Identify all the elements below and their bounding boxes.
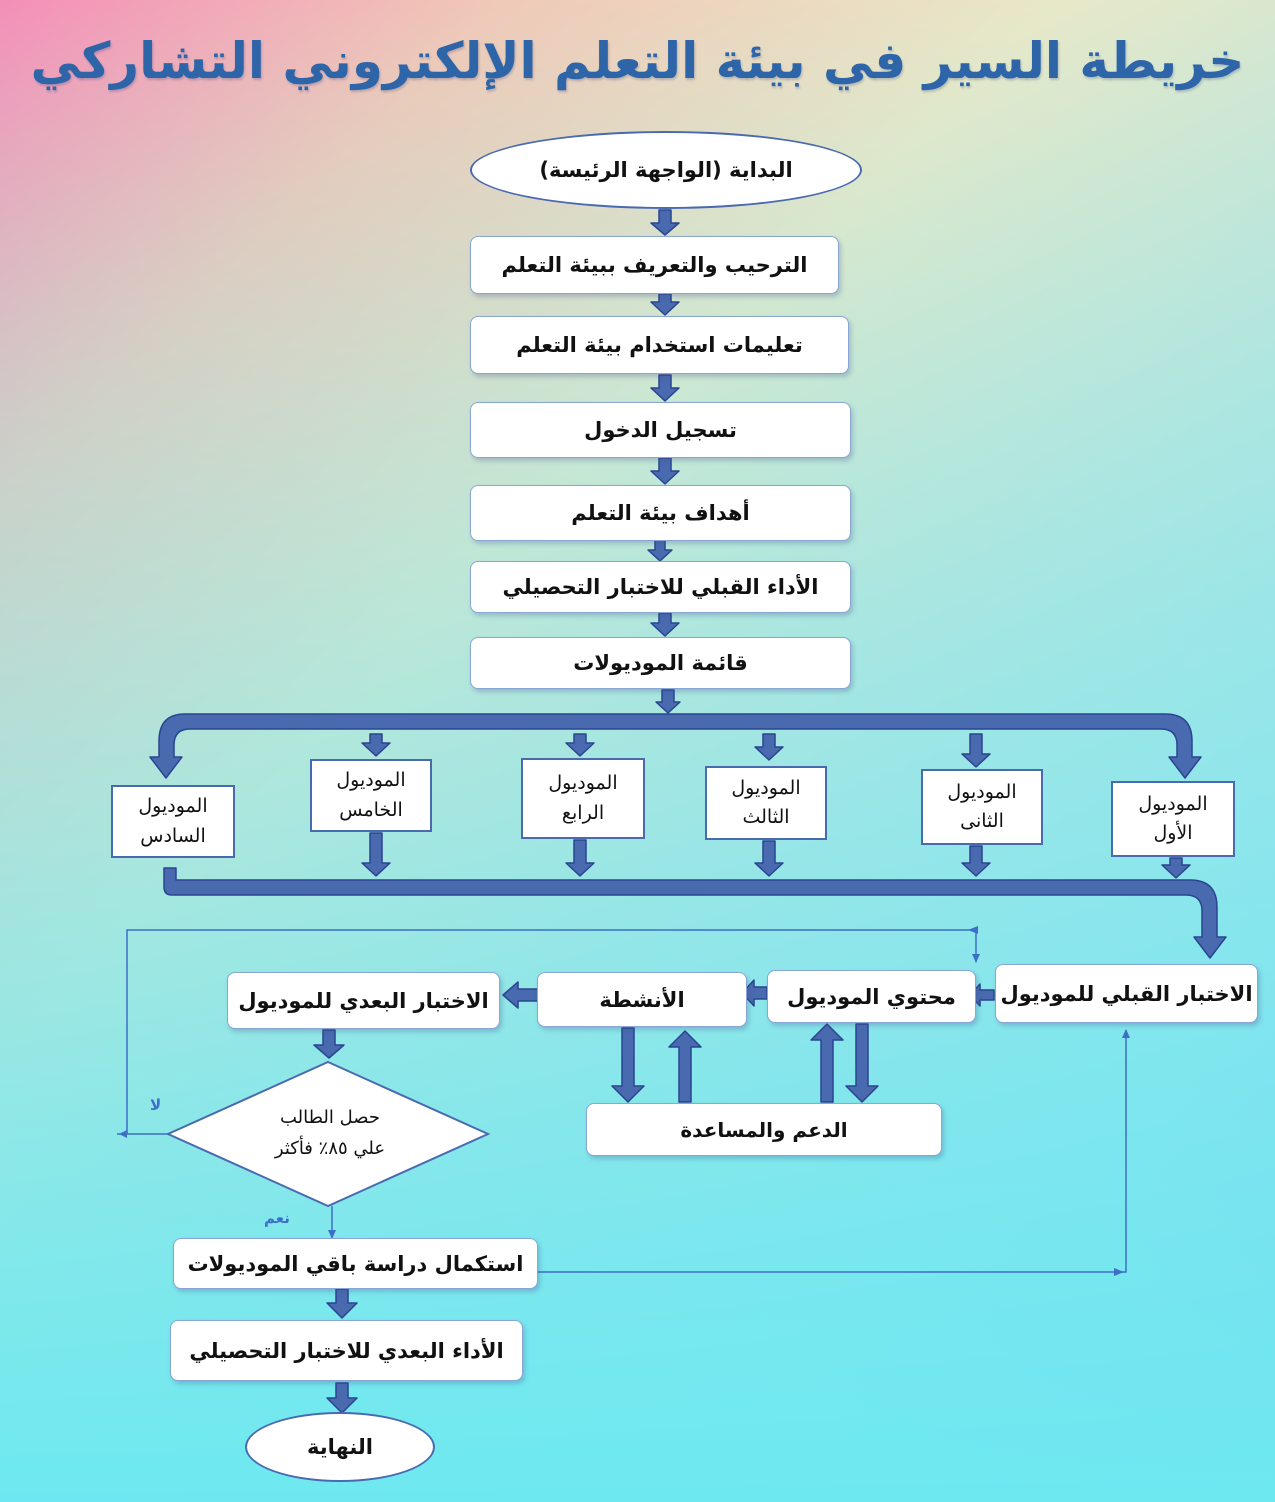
instructions-node: تعليمات استخدام بيئة التعلم [470,316,849,374]
module-1-node: الموديول الأول [1111,781,1235,857]
arrow-content-to-support [845,1023,879,1103]
pretest-label: الأداء القبلي للاختبار التحصيلي [502,575,819,599]
module-posttest-label: الاختبار البعدي للموديول [238,988,489,1013]
module-5-line2: الخامس [339,798,403,821]
module-4-line2: الرابع [561,801,605,824]
arrow-down-module-3 [754,733,784,761]
instructions-label: تعليمات استخدام بيئة التعلم [516,333,803,357]
module-2-line1: الموديول [947,780,1017,803]
yes-label: نعم [264,1209,290,1227]
start-node: البداية (الواجهة الرئيسة) [470,131,862,209]
posttest-label: الأداء البعدي للاختبار التحصيلي [189,1338,504,1363]
no-loop-inner-arrowhead [119,1130,127,1138]
module-collection-bar [163,867,1227,959]
no-loop-line [126,929,980,1135]
arrow-pretest-to-modules-list [650,612,680,637]
module-content-label: محتوي الموديول [787,984,956,1009]
arrow-posttest-to-decision [313,1029,345,1059]
arrow-down-module-5 [361,733,391,757]
arrow-module-2-to-bar [961,845,991,877]
module-2-line2: الثانى [960,810,1004,832]
module-6-node: الموديول السادس [111,785,235,858]
login-label: تسجيل الدخول [584,418,737,442]
arrow-down-module-2 [961,733,991,768]
arrow-start-to-welcome [650,209,680,236]
no-label: لا [150,1096,162,1114]
module-content-node: محتوي الموديول [767,970,976,1023]
module-5-node: الموديول الخامس [310,759,432,832]
module-6-line1: الموديول [138,795,208,818]
modules-list-label: قائمة الموديولات [573,651,748,675]
objectives-label: أهداف بيئة التعلم [571,501,750,525]
arrow-down-module-4 [565,733,595,757]
arrow-module-4-to-bar [565,839,595,877]
arrow-module-1-to-bar [1161,857,1191,879]
arrow-objectives-to-pretest [647,539,673,562]
activities-label: الأنشطة [599,987,685,1012]
module-6-line2: السادس [140,824,206,847]
module-pretest-node: الاختبار القبلي للموديول [995,964,1258,1023]
arrow-modules-list-to-bar [655,689,681,714]
arrow-continue-to-posttest [326,1288,358,1319]
arrow-support-to-activities [668,1030,702,1103]
arrow-login-to-objectives [650,457,680,485]
arrow-module-3-to-bar [754,840,784,877]
module-4-line1: الموديول [548,772,618,795]
decision-line1: حصل الطالب [280,1107,380,1128]
module-3-node: الموديول الثالث [705,766,827,840]
module-1-line1: الموديول [1138,792,1208,815]
module-3-line1: الموديول [731,776,801,799]
pretest-node: الأداء القبلي للاختبار التحصيلي [470,561,851,613]
activities-node: الأنشطة [537,972,747,1027]
welcome-label: الترحيب والتعريف ببيئة التعلم [501,253,808,277]
start-label: البداية (الواجهة الرئيسة) [539,158,793,182]
continue-loop-line [538,1029,1130,1273]
welcome-node: الترحيب والتعريف ببيئة التعلم [470,236,839,294]
module-distribution-bar [149,713,1202,779]
continue-node: استكمال دراسة باقي الموديولات [173,1238,538,1289]
posttest-node: الأداء البعدي للاختبار التحصيلي [170,1320,523,1381]
arrow-posttest-to-end [326,1382,358,1414]
end-node: النهاية [245,1412,435,1482]
decision-line2: علي ٨٥٪ فأكثر [274,1137,386,1159]
objectives-node: أهداف بيئة التعلم [470,485,851,541]
arrow-support-to-content [810,1023,844,1103]
page-title: خريطة السير في بيئة التعلم الإلكتروني ال… [30,32,1245,90]
module-3-line2: الثالث [742,806,790,828]
top-loop-arrowhead [968,926,978,934]
arrow-content-to-activities [741,979,768,1007]
login-node: تسجيل الدخول [470,402,851,458]
module-5-line1: الموديول [336,769,406,792]
arrow-activities-to-posttest [502,981,539,1009]
support-node: الدعم والمساعدة [586,1103,942,1156]
modules-list-node: قائمة الموديولات [470,637,851,689]
end-label: النهاية [306,1435,374,1459]
module-2-node: الموديول الثانى [921,769,1043,845]
arrow-activities-to-support [611,1027,645,1103]
module-4-node: الموديول الرابع [521,758,645,839]
module-1-line2: الأول [1153,822,1193,844]
support-label: الدعم والمساعدة [680,1117,848,1142]
arrow-module-5-to-bar [361,832,391,877]
arrow-welcome-to-instructions [650,293,680,316]
decision-text: حصل الطالب علي ٨٥٪ فأكثر [230,1103,430,1164]
decision-diamond [165,1060,491,1208]
module-posttest-node: الاختبار البعدي للموديول [227,972,500,1029]
module-pretest-label: الاختبار القبلي للموديول [1000,981,1253,1006]
arrow-instructions-to-login [650,374,680,402]
continue-arrowhead [1114,1268,1124,1276]
continue-label: استكمال دراسة باقي الموديولات [187,1251,524,1276]
